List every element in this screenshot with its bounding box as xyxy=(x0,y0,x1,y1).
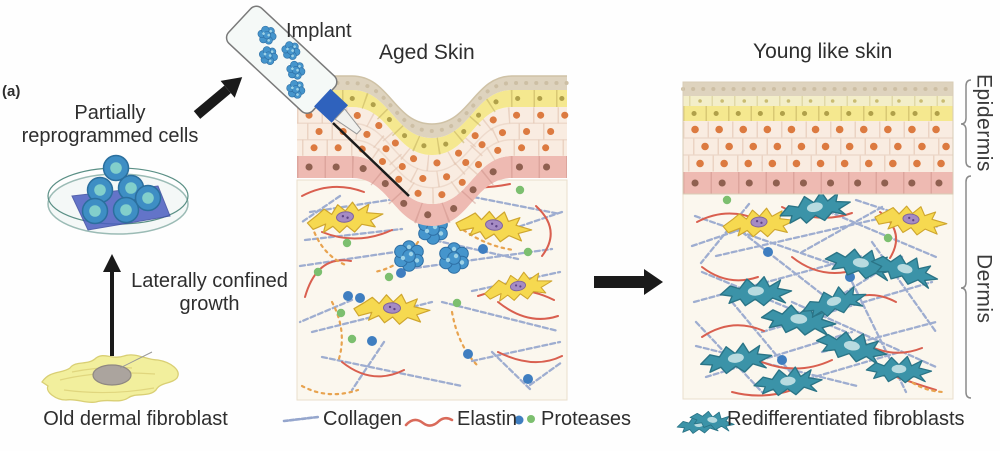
protease-dots-icon xyxy=(514,415,535,425)
syringe-taper xyxy=(334,108,362,135)
legend-elastin-label: Elastin xyxy=(457,408,518,430)
petri-dish-illustration xyxy=(47,154,189,235)
aged-dermis-protease-blue-dots xyxy=(343,244,533,384)
implant-label: Implant xyxy=(286,20,352,42)
collagen-fiber-icon xyxy=(282,415,320,423)
aged-epidermis-layers xyxy=(293,75,571,227)
elastin-wave-icon xyxy=(404,416,454,427)
epidermis-bracket xyxy=(960,79,972,168)
syringe-illustration xyxy=(225,5,410,197)
up-arrow-icon xyxy=(103,254,121,356)
young-epidermis-layers xyxy=(679,81,957,195)
implant-arrow-icon xyxy=(193,77,243,119)
young-skin-title: Young like skin xyxy=(753,40,893,63)
panel-label: (a) xyxy=(2,83,21,100)
young-dermis-fragmented-elastin xyxy=(905,377,945,394)
dermis-label: Dermis xyxy=(972,254,996,324)
old-dermal-fibroblast-illustration xyxy=(41,351,179,404)
young-skin-panel xyxy=(679,81,957,400)
legend-rediff-label: Redifferentiated fibroblasts xyxy=(727,408,965,430)
epidermis-label: Epidermis xyxy=(972,74,996,172)
legend-collagen-label: Collagen xyxy=(323,408,402,430)
figure-legend-icons xyxy=(282,407,737,437)
dermis-bracket xyxy=(960,175,972,399)
fibroblast-nucleus xyxy=(92,364,132,386)
legend-proteases-label: Proteases xyxy=(541,408,632,430)
aged-skin-panel xyxy=(293,75,571,401)
old-dermal-fibroblast-label: Old dermal fibroblast xyxy=(43,408,228,430)
transform-arrow-icon xyxy=(594,269,663,295)
partially-reprogrammed-cells-label: Partially reprogrammed cells xyxy=(21,102,199,148)
syringe-needle xyxy=(332,122,410,197)
laterally-confined-growth-label: Laterally confined growth xyxy=(131,270,288,316)
young-dermis-protease-green-dots xyxy=(722,195,893,243)
aged-skin-title: Aged Skin xyxy=(379,41,475,64)
